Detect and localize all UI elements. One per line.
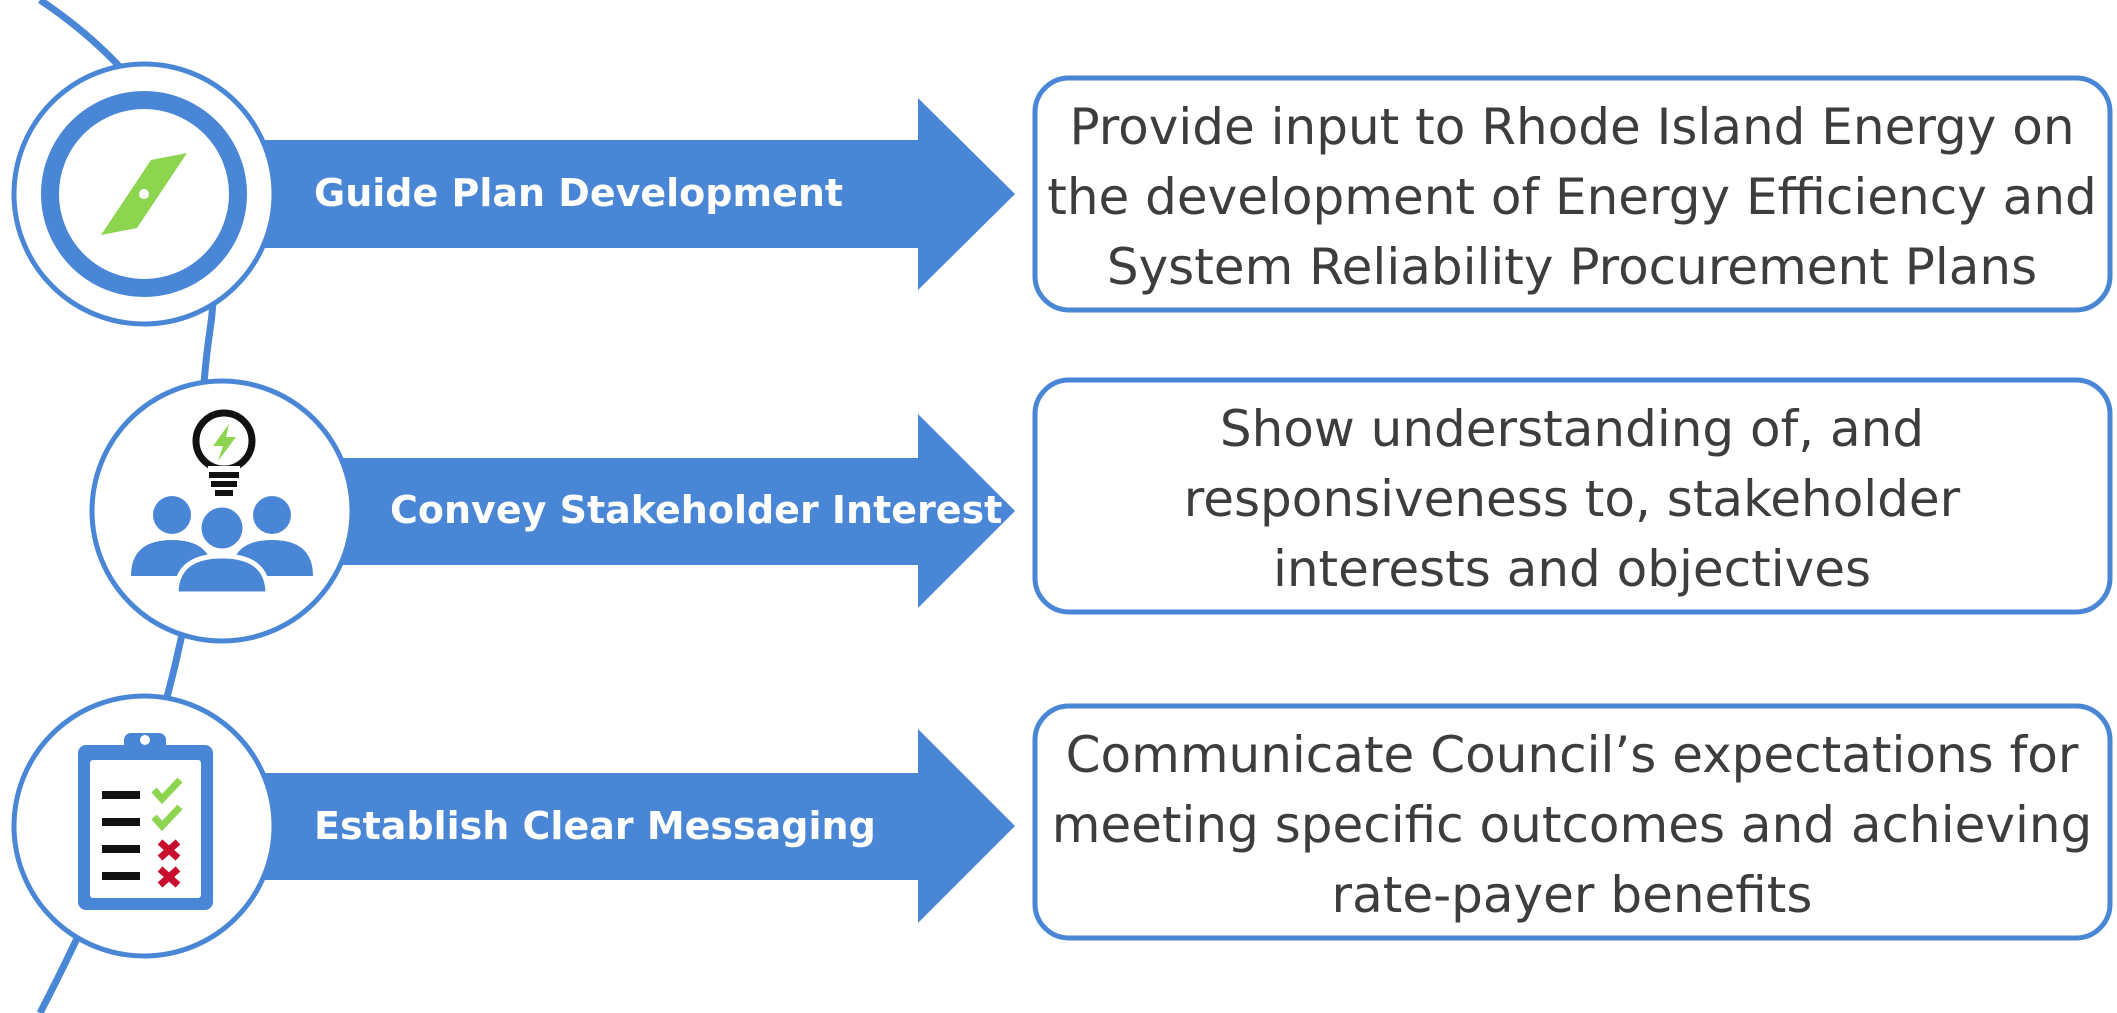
arrow-label-guide-plan-development: Guide Plan Development	[314, 171, 843, 215]
description-line: Show understanding of, and	[1220, 400, 1924, 458]
compass-icon	[101, 153, 187, 235]
description-box-convey-stakeholder-interest	[1032, 377, 2113, 615]
description-line: interests and objectives	[1273, 540, 1871, 598]
description-line: Provide input to Rhode Island Energy on	[1069, 98, 2074, 156]
arrow-label-convey-stakeholder-interest: Convey Stakeholder Interest	[390, 488, 1002, 532]
arrow-convey-stakeholder-interest	[330, 414, 1015, 608]
lightbulb-icon	[192, 409, 256, 496]
description-line: meeting specific outcomes and achieving	[1052, 796, 2093, 854]
checklist-icon	[78, 733, 213, 910]
description-line: rate-payer benefits	[1332, 866, 1813, 924]
row-convey-stakeholder-interest: Convey Stakeholder Interest Show underst…	[89, 377, 2113, 644]
arrow-label-establish-clear-messaging: Establish Clear Messaging	[314, 804, 876, 848]
arrow-guide-plan-development	[250, 98, 1015, 290]
description-box-establish-clear-messaging	[1032, 703, 2113, 941]
row-guide-plan-development: Guide Plan Development Provide input to …	[11, 61, 2113, 327]
description-line: Communicate Council’s expectations for	[1066, 726, 2079, 784]
row-establish-clear-messaging: Establish Clear Messaging Communicate Co…	[11, 693, 2113, 959]
description-line: the development of Energy Efficiency and	[1047, 168, 2097, 226]
description-box-guide-plan-development	[1032, 75, 2113, 313]
arrow-establish-clear-messaging	[250, 729, 1015, 923]
description-line: responsiveness to, stakeholder	[1184, 470, 1961, 528]
description-line: System Reliability Procurement Plans	[1107, 238, 2037, 296]
stakeholder-group-icon	[131, 496, 313, 597]
